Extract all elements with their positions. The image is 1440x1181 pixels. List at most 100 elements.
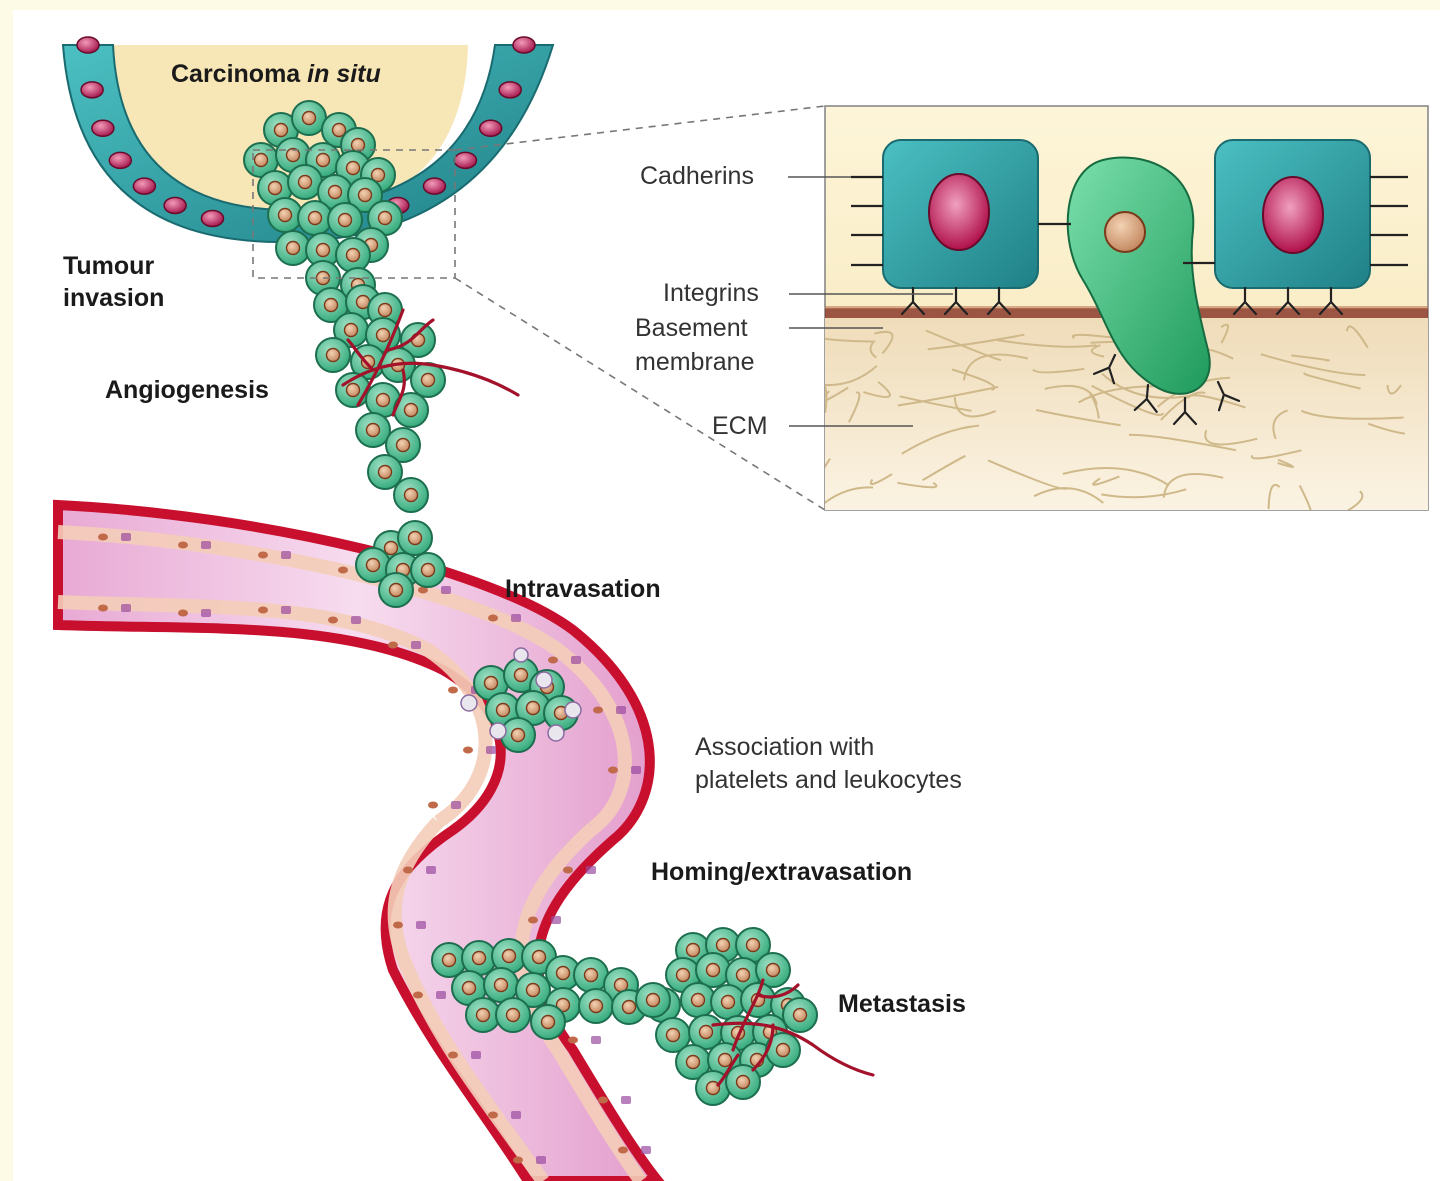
label-tumour-invasion-line2: invasion xyxy=(63,284,164,312)
cell-junction xyxy=(426,866,436,874)
tumour-nucleus xyxy=(253,152,269,168)
label-association-line1: Association with xyxy=(695,733,874,761)
ecm-fiber xyxy=(1272,409,1289,440)
tumour-cells xyxy=(243,100,818,1106)
tumour-nucleus xyxy=(403,402,419,418)
tumour-nucleus xyxy=(345,247,361,263)
epithelial-nucleus xyxy=(512,36,536,54)
endothelial-nucleus xyxy=(488,1111,498,1119)
epithelial-nucleus xyxy=(422,177,447,195)
tumour-nucleus xyxy=(370,167,386,183)
integrin-stem xyxy=(1275,286,1301,316)
ecm-fiber xyxy=(1101,373,1194,399)
ecm-fiber xyxy=(1032,367,1085,374)
tumour-nucleus xyxy=(375,392,391,408)
tumour-nucleus xyxy=(277,207,293,223)
ecm-fiber xyxy=(996,339,1097,348)
zoom-indicator xyxy=(252,105,826,511)
endothelial-nucleus xyxy=(463,746,473,754)
integrin-stem xyxy=(1232,286,1258,316)
tumour-nucleus xyxy=(675,967,691,983)
tumour-nucleus xyxy=(705,962,721,978)
ecm-fiber xyxy=(1044,384,1098,405)
ecm-fiber xyxy=(1204,429,1258,446)
integrin-stem xyxy=(900,286,926,316)
endothelial-nucleus xyxy=(513,1156,523,1164)
cell-junction xyxy=(631,766,641,774)
tumour-nucleus xyxy=(388,582,404,598)
cell-junction xyxy=(536,1156,546,1164)
tumour-nucleus xyxy=(745,937,761,953)
ecm-fiber xyxy=(825,365,878,386)
metastasis-cascade-diagram: Carcinoma in situ Tumour invasion Angiog… xyxy=(53,36,1429,1181)
integrin xyxy=(1232,286,1258,316)
tumour-nucleus xyxy=(395,437,411,453)
tumour-nucleus xyxy=(705,1080,721,1096)
tumour-nucleus xyxy=(531,949,547,965)
cell-junction xyxy=(511,614,521,622)
ecm-fiber xyxy=(869,342,877,359)
epithelial-nucleus xyxy=(132,177,157,195)
ecm-fiber xyxy=(1062,466,1170,487)
label-association-line2: platelets and leukocytes xyxy=(695,766,962,794)
tumour-nucleus xyxy=(345,160,361,176)
metastasis-vessels xyxy=(711,978,875,1087)
cell-junction xyxy=(586,866,596,874)
tumour-nucleus xyxy=(510,727,526,743)
ecm-fiber xyxy=(1092,475,1120,486)
tumour-nucleus xyxy=(441,952,457,968)
cell-junction xyxy=(511,1111,521,1119)
epithelial-nucleus xyxy=(163,196,187,215)
ecm-fiber xyxy=(1090,344,1105,358)
endothelial-nucleus xyxy=(593,706,603,714)
cell-junction xyxy=(451,801,461,809)
tumour-nucleus xyxy=(315,152,331,168)
endothelial-nucleus xyxy=(563,866,573,874)
epithelial-nucleus xyxy=(91,119,115,138)
tumour-nucleus xyxy=(323,297,339,313)
ecm-fiber xyxy=(825,384,828,413)
tumour-nucleus xyxy=(345,382,361,398)
label-angiogenesis: Angiogenesis xyxy=(105,376,269,404)
endothelial-nucleus xyxy=(388,641,398,649)
tumour-nucleus xyxy=(685,1054,701,1070)
endothelial-nucleus xyxy=(338,566,348,574)
ecm-fiber xyxy=(1367,422,1406,435)
cell-junction xyxy=(121,533,131,541)
ecm-fiber xyxy=(1291,354,1330,362)
cell-junction xyxy=(641,1146,651,1154)
cell-junction xyxy=(201,541,211,549)
tumour-nucleus xyxy=(377,302,393,318)
tumour-nucleus xyxy=(407,530,423,546)
integrin xyxy=(1172,396,1198,426)
tumour-nucleus xyxy=(513,667,529,683)
epithelial-nucleus xyxy=(200,209,225,228)
tumour-nucleus xyxy=(765,962,781,978)
tumour-nucleus xyxy=(621,999,637,1015)
ecm-fiber xyxy=(1162,473,1224,498)
cell-junction xyxy=(436,991,446,999)
label-integrins: Integrins xyxy=(663,279,759,307)
cell-junction xyxy=(351,616,361,624)
ecm-fiber xyxy=(825,458,831,469)
ecm-fiber xyxy=(897,385,999,407)
tumour-nucleus xyxy=(792,1007,808,1023)
tumour-nucleus xyxy=(375,327,391,343)
cell-junction xyxy=(591,1036,601,1044)
endothelial-nucleus xyxy=(608,766,618,774)
endothelial-nucleus xyxy=(448,1051,458,1059)
label-cadherins: Cadherins xyxy=(640,162,754,190)
ecm-fiber xyxy=(953,396,996,418)
tumour-nucleus xyxy=(690,992,706,1008)
endothelial-nucleus xyxy=(403,866,413,874)
endothelial-nucleus xyxy=(328,616,338,624)
tumour-nucleus xyxy=(461,980,477,996)
inset-epithelial-cell-right xyxy=(1214,139,1371,289)
ecm-fiber xyxy=(1128,433,1237,452)
endothelial-nucleus xyxy=(618,1146,628,1154)
ecm-fiber xyxy=(901,424,980,455)
tumour-nucleus xyxy=(297,174,313,190)
label-basement-membrane-line1: Basement xyxy=(635,314,748,342)
integrin xyxy=(1318,286,1344,316)
epithelial-nucleus xyxy=(478,119,503,138)
